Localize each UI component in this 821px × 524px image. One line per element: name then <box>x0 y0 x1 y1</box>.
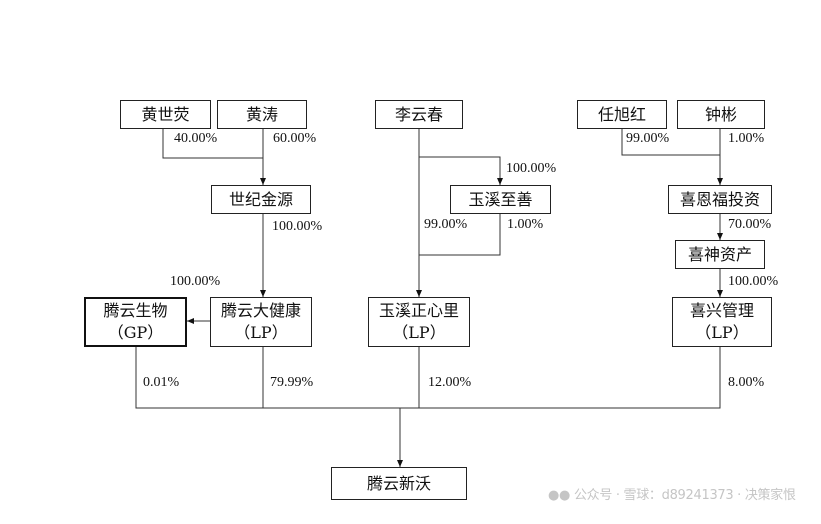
entity-role: （GP） <box>107 323 164 342</box>
pct-label: 100.00% <box>728 274 779 289</box>
pct-label: 100.00% <box>272 219 323 234</box>
entity-label: 腾云大健康 <box>220 301 301 320</box>
watermark-text: 公众号 · 雪球：d89241373 · 决策家恨 <box>573 488 796 503</box>
pct-label: 1.00% <box>728 131 765 146</box>
entity-label: 任旭红 <box>597 104 646 124</box>
entity-role: （LP） <box>695 323 749 342</box>
entity-ren-xuhong: 任旭红 <box>577 100 667 129</box>
entity-label: 喜恩福投资 <box>679 189 760 209</box>
entity-label: 玉溪正心里 <box>378 301 459 320</box>
entity-huang-tao: 黄涛 <box>217 100 307 129</box>
pct-label: 70.00% <box>728 217 772 232</box>
entity-huang-shiying: 黄世荧 <box>120 100 211 129</box>
entity-tengyun-health: 腾云大健康 （LP） <box>210 297 312 347</box>
entity-shiji-jinyuan: 世纪金源 <box>211 185 311 214</box>
entity-label: 黄世荧 <box>141 104 190 124</box>
pct-label: 99.00% <box>424 217 468 232</box>
pct-label: 8.00% <box>728 375 765 390</box>
entity-tengyun-xinwo: 腾云新沃 <box>331 467 467 500</box>
pct-label: 40.00% <box>174 131 218 146</box>
entity-role: （LP） <box>392 323 446 342</box>
pct-label: 99.00% <box>626 131 670 146</box>
entity-label: 李云春 <box>394 104 443 124</box>
entity-xienfu: 喜恩福投资 <box>668 185 772 214</box>
entity-label: 腾云新沃 <box>366 473 431 493</box>
watermark: ●● 公众号 · 雪球：d89241373 · 决策家恨 <box>548 484 810 503</box>
entity-li-yunchun: 李云春 <box>375 100 463 129</box>
entity-role: （LP） <box>234 323 288 342</box>
pct-label: 1.00% <box>507 217 544 232</box>
pct-label: 79.99% <box>270 375 314 390</box>
wechat-icon: ●● <box>548 488 571 503</box>
entity-xixing: 喜兴管理 （LP） <box>672 297 772 347</box>
entity-label: 玉溪至善 <box>468 189 533 209</box>
pct-label: 12.00% <box>428 375 472 390</box>
entity-tengyun-bio: 腾云生物 （GP） <box>84 297 187 347</box>
entity-yuxi-zhishan: 玉溪至善 <box>450 185 551 214</box>
entity-label: 喜兴管理 <box>689 301 754 320</box>
entity-yuxi-zhengxinli: 玉溪正心里 （LP） <box>368 297 470 347</box>
pct-label: 60.00% <box>273 131 317 146</box>
entity-label: 腾云生物 <box>103 301 168 320</box>
pct-label: 100.00% <box>506 161 557 176</box>
entity-label: 喜神资产 <box>687 244 752 264</box>
entity-zhong-bin: 钟彬 <box>677 100 765 129</box>
entity-label: 黄涛 <box>245 104 278 124</box>
pct-label: 100.00% <box>170 274 221 289</box>
pct-label: 0.01% <box>143 375 180 390</box>
entity-xishen: 喜神资产 <box>675 240 765 269</box>
entity-label: 世纪金源 <box>228 189 293 209</box>
entity-label: 钟彬 <box>704 104 737 124</box>
